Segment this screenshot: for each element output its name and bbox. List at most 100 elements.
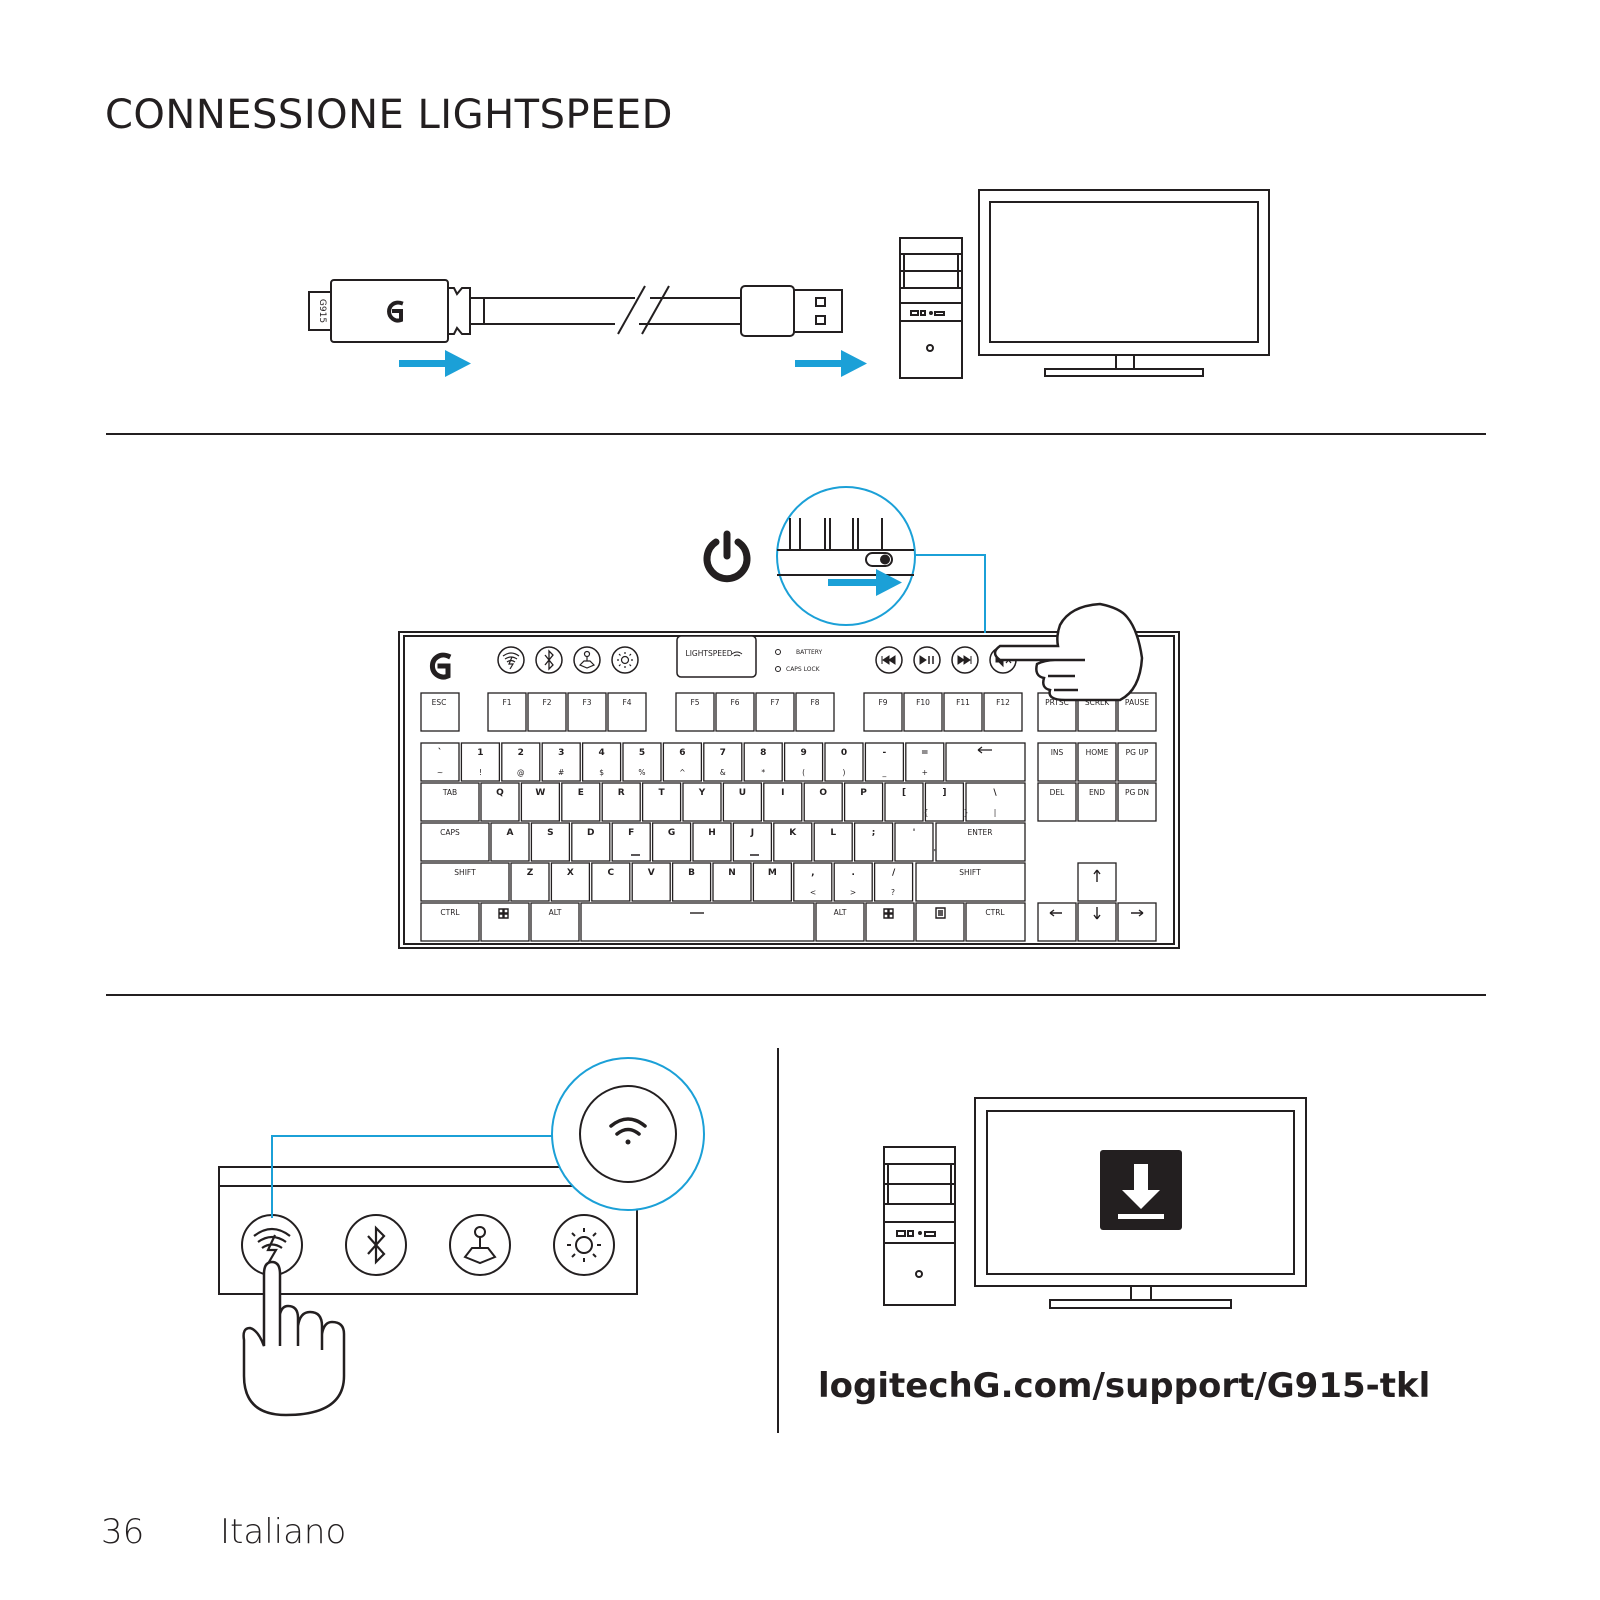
key-tab-10[interactable] — [843, 782, 884, 822]
key-caps-8[interactable] — [773, 822, 813, 862]
key-shift-6[interactable] — [712, 862, 752, 902]
key-label: I — [781, 788, 784, 798]
key-enter[interactable] — [935, 822, 1026, 862]
key-shift-7[interactable] — [752, 862, 793, 902]
key-3[interactable] — [567, 692, 607, 732]
game-mode-icon[interactable] — [449, 1214, 511, 1276]
g-logo-icon — [429, 652, 452, 680]
key-tab-2[interactable] — [520, 782, 561, 822]
key-number-11[interactable] — [864, 742, 905, 782]
brightness-icon[interactable] — [611, 646, 639, 674]
brightness-icon[interactable] — [553, 1214, 615, 1276]
key-backslash[interactable] — [965, 782, 1026, 822]
key-tab-9[interactable] — [803, 782, 843, 822]
key-shift-left[interactable] — [420, 862, 510, 902]
key-alt-right[interactable] — [815, 902, 865, 942]
key-7[interactable] — [755, 692, 795, 732]
media-next-icon[interactable] — [951, 646, 979, 674]
key-12[interactable] — [983, 692, 1023, 732]
key-number-10[interactable] — [824, 742, 864, 782]
key-shift-4[interactable] — [631, 862, 671, 902]
key-number-4[interactable] — [581, 742, 622, 782]
key-caps-5[interactable] — [651, 822, 692, 862]
key-nav-bottom-2[interactable] — [1117, 782, 1157, 822]
key-nav-bottom-1[interactable] — [1077, 782, 1117, 822]
key-caps-2[interactable] — [530, 822, 571, 862]
play-pause-icon[interactable] — [913, 646, 941, 674]
key-label: SHIFT — [454, 868, 476, 877]
key-5[interactable] — [675, 692, 715, 732]
key-caps-6[interactable] — [692, 822, 732, 862]
bluetooth-icon[interactable] — [345, 1214, 407, 1276]
key-nav-top-1[interactable] — [1077, 742, 1117, 782]
support-url[interactable]: logitechG.com/support/G915-tkl — [818, 1366, 1431, 1406]
key-10[interactable] — [903, 692, 943, 732]
key-number-12[interactable] — [905, 742, 945, 782]
key-number-7[interactable] — [703, 742, 743, 782]
key-tab-7[interactable] — [722, 782, 763, 822]
key-caps-7[interactable] — [732, 822, 773, 862]
key-number-9[interactable] — [783, 742, 824, 782]
key-shift-2[interactable] — [550, 862, 591, 902]
key-label: = — [921, 748, 929, 758]
key-tab-5[interactable] — [641, 782, 682, 822]
key-8[interactable] — [795, 692, 835, 732]
key-shift-9[interactable] — [833, 862, 873, 902]
key-backspace[interactable] — [945, 742, 1026, 782]
key-tab-3[interactable] — [561, 782, 601, 822]
key-tab-11[interactable] — [884, 782, 924, 822]
key-nav-bottom-0[interactable] — [1037, 782, 1077, 822]
key-tab-4[interactable] — [601, 782, 641, 822]
key-1[interactable] — [487, 692, 527, 732]
key-arrow-left[interactable] — [1037, 902, 1077, 942]
key-caps-9[interactable] — [813, 822, 853, 862]
key-shift-right[interactable] — [915, 862, 1026, 902]
desktop-tower-icon — [883, 1146, 956, 1306]
key-shift-8[interactable] — [793, 862, 833, 902]
key-number-1[interactable] — [460, 742, 501, 782]
key-0[interactable] — [420, 692, 460, 732]
key-number-3[interactable] — [541, 742, 581, 782]
key-shift-1[interactable] — [510, 862, 550, 902]
key-shift-10[interactable] — [873, 862, 914, 902]
key-label: HOME — [1086, 748, 1109, 757]
key-number-8[interactable] — [743, 742, 783, 782]
key-caps-10[interactable] — [853, 822, 894, 862]
key-number-2[interactable] — [501, 742, 541, 782]
key-2[interactable] — [527, 692, 567, 732]
key-11[interactable] — [943, 692, 983, 732]
menu-icon — [935, 907, 946, 919]
key-caps-1[interactable] — [490, 822, 530, 862]
key-alt-left[interactable] — [530, 902, 580, 942]
key-nav-top-2[interactable] — [1117, 742, 1157, 782]
key-menu[interactable] — [915, 902, 965, 942]
key-tab-8[interactable] — [763, 782, 803, 822]
key-number-0[interactable] — [420, 742, 460, 782]
key-tab-6[interactable] — [682, 782, 722, 822]
bluetooth-icon[interactable] — [535, 646, 563, 674]
key-ctrl-left[interactable] — [420, 902, 480, 942]
key-number-6[interactable] — [662, 742, 703, 782]
key-label: M — [768, 868, 777, 878]
game-mode-icon[interactable] — [573, 646, 601, 674]
key-ctrl-right[interactable] — [965, 902, 1026, 942]
lightspeed-wireless-icon[interactable] — [497, 646, 525, 674]
key-tab-12[interactable] — [924, 782, 965, 822]
key-caps-11[interactable] — [894, 822, 934, 862]
key-4[interactable] — [607, 692, 647, 732]
key-tab-1[interactable] — [480, 782, 520, 822]
key-arrow-up[interactable] — [1077, 862, 1117, 902]
key-6[interactable] — [715, 692, 755, 732]
key-9[interactable] — [863, 692, 903, 732]
key-shift-3[interactable] — [591, 862, 631, 902]
key-caps-3[interactable] — [571, 822, 611, 862]
media-prev-icon[interactable] — [875, 646, 903, 674]
key-arrow-right[interactable] — [1117, 902, 1157, 942]
key-space[interactable] — [580, 902, 815, 942]
key-caps[interactable] — [420, 822, 490, 862]
key-shift-5[interactable] — [671, 862, 712, 902]
key-15[interactable] — [1117, 692, 1157, 732]
key-tab[interactable] — [420, 782, 480, 822]
key-nav-top-0[interactable] — [1037, 742, 1077, 782]
key-number-5[interactable] — [622, 742, 662, 782]
